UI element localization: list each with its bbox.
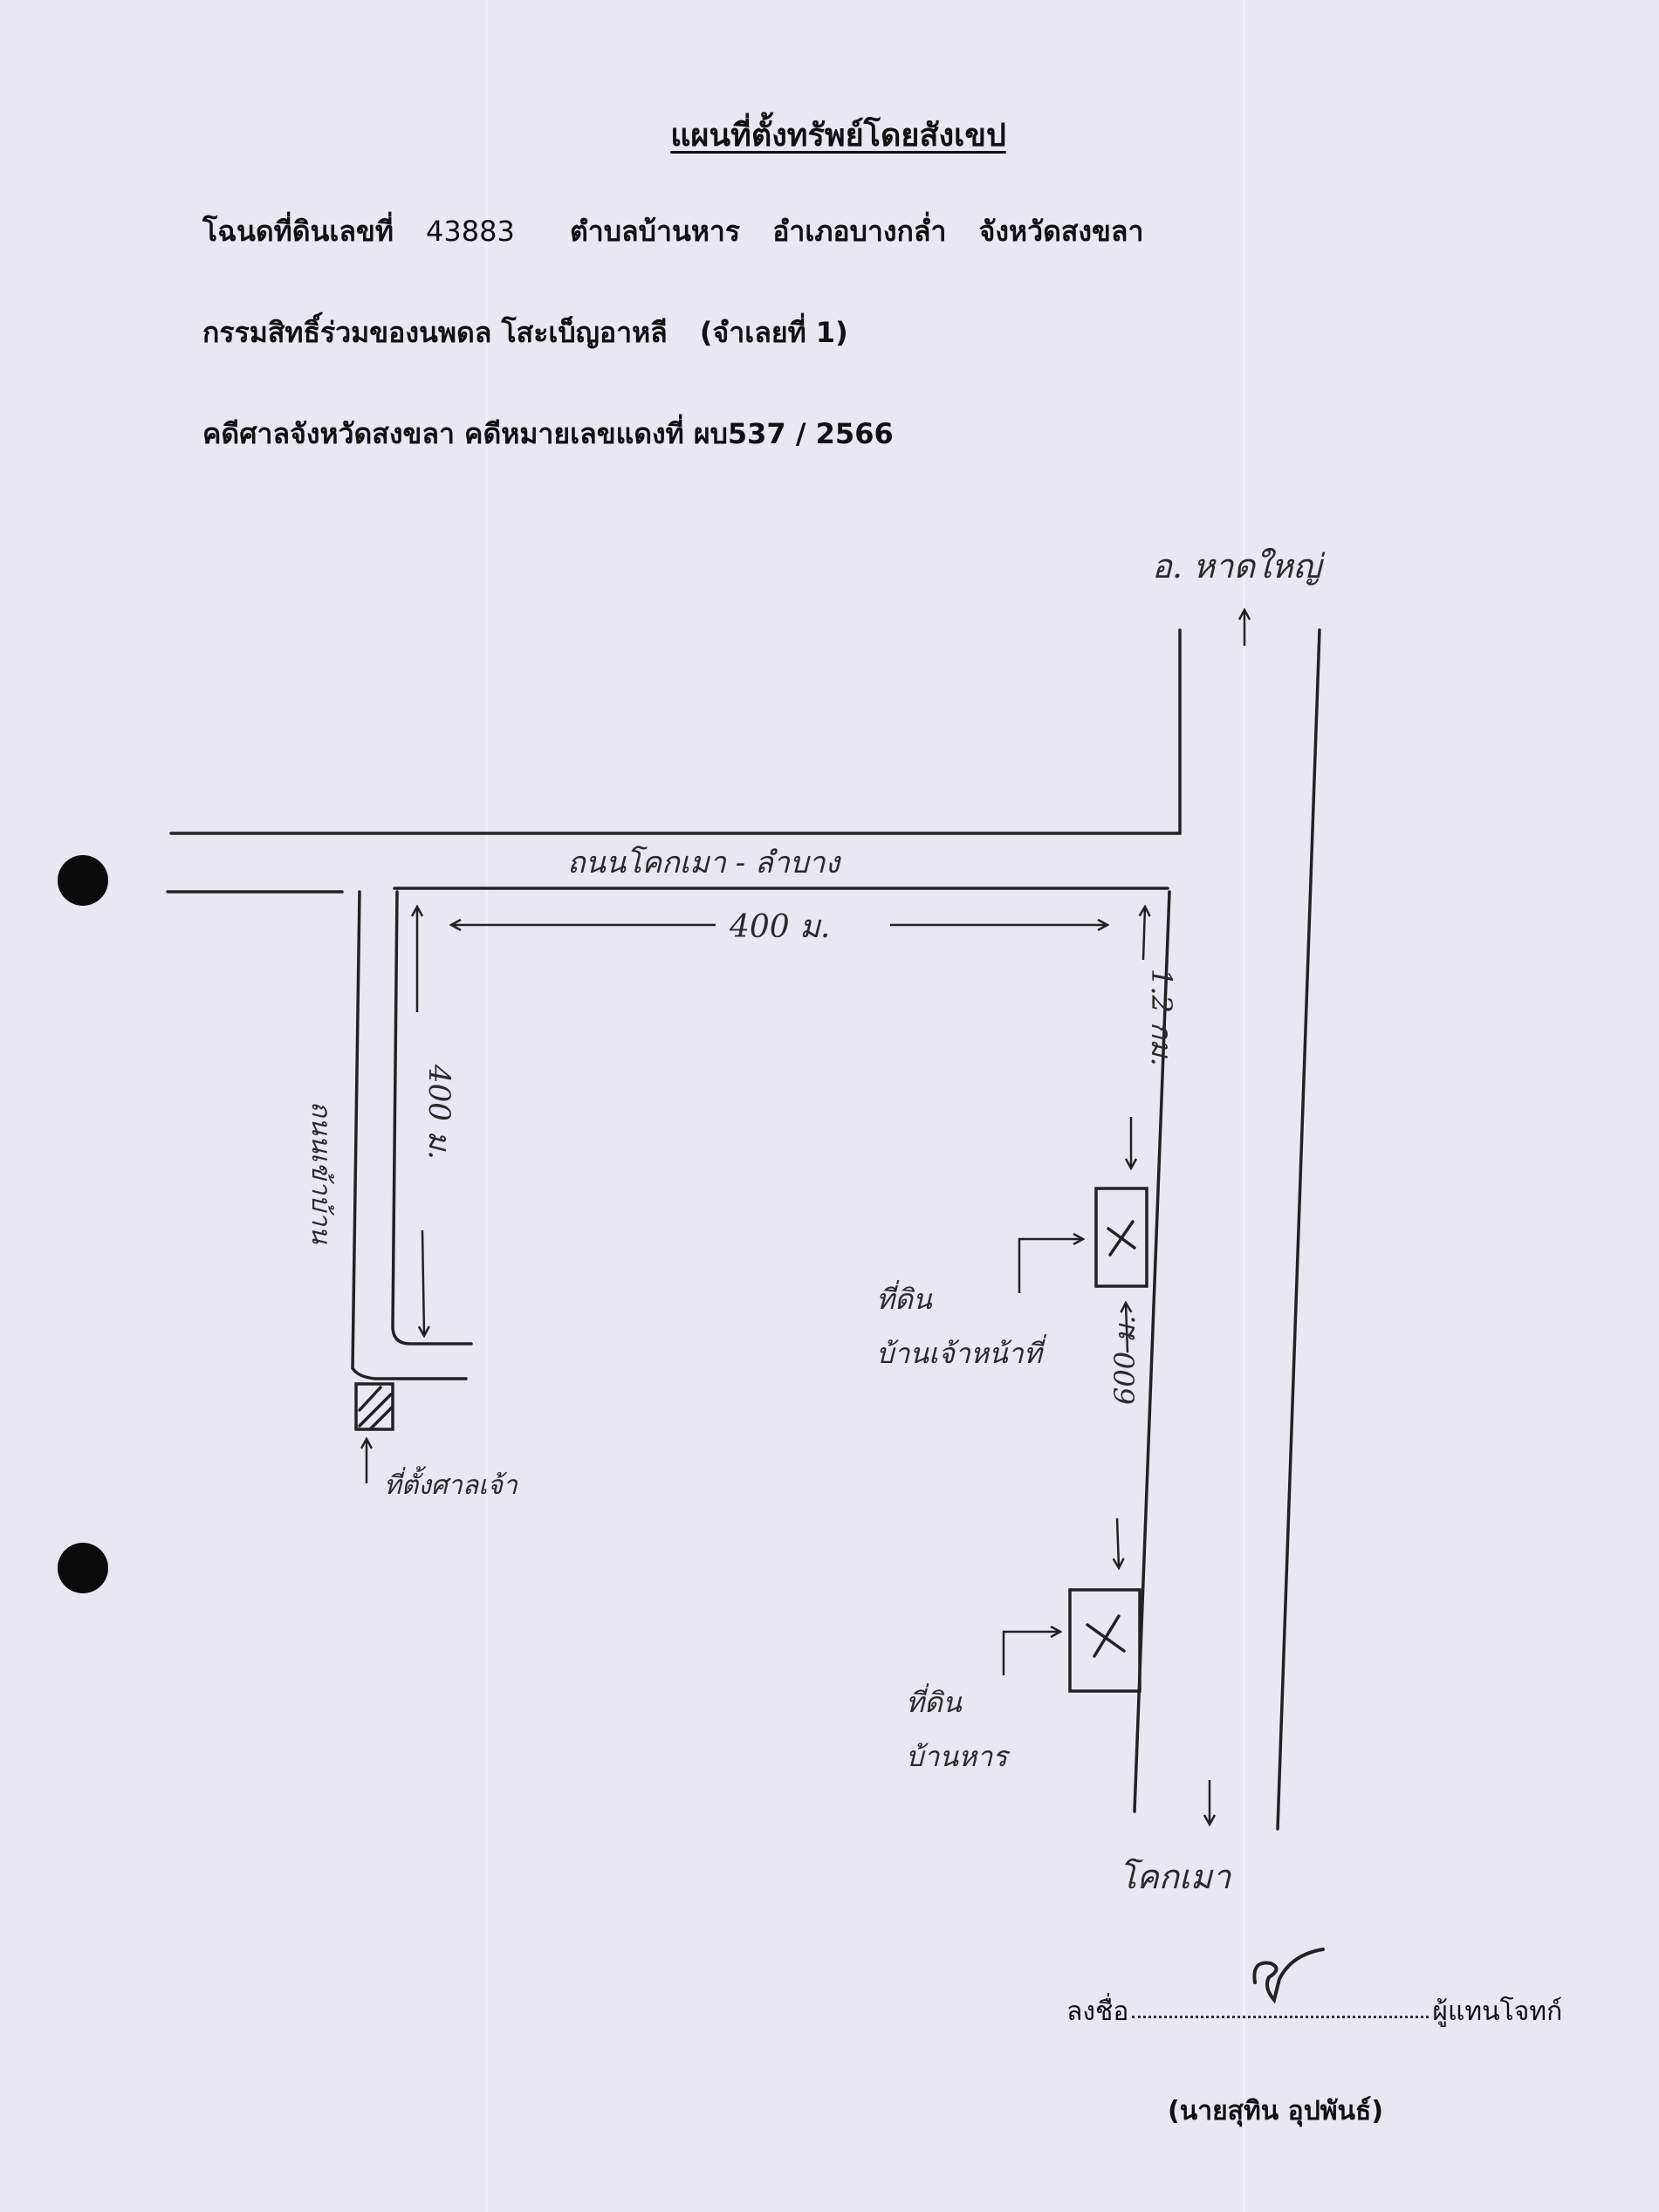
ownership-text: กรรมสิทธิ์ร่วมของนพดล โสะเบ็ญอาหลี bbox=[202, 316, 668, 349]
handwritten-signature bbox=[1252, 1948, 1325, 2004]
case-label: คดีหมายเลขแดงที่ bbox=[464, 417, 684, 450]
highway-line bbox=[1276, 628, 1321, 1831]
deed-line: โฉนดที่ดินเลขที่ 43883 ตำบลบ้านหาร อำเภอ… bbox=[202, 209, 1143, 254]
deed-number: 43883 bbox=[426, 215, 515, 248]
paper-fold-line bbox=[1243, 0, 1245, 2212]
left-distance-label: 400 ม. bbox=[422, 1064, 456, 1160]
case-line: คดีศาลจังหวัดสงขลา คดีหมายเลขแดงที่ ผบ53… bbox=[202, 412, 894, 456]
marker-2-label-b: บ้านหาร bbox=[906, 1740, 1011, 1773]
signature-dotted-line bbox=[1132, 2016, 1429, 2018]
ownership-line: กรรมสิทธิ์ร่วมของนพดล โสะเบ็ญอาหลี (จำเล… bbox=[202, 311, 848, 355]
signer-name: (นายสุทิน อุปพันธ์) bbox=[1168, 2096, 1384, 2126]
south-label: โคกเมา bbox=[1119, 1858, 1232, 1896]
right-mid-distance-label: 600 ม. bbox=[1108, 1315, 1141, 1405]
marker-1-label-a: ที่ดิน bbox=[876, 1280, 933, 1316]
paper-fold-line bbox=[485, 0, 488, 2212]
right-top-distance-label: 1.2 กม. bbox=[1145, 969, 1178, 1066]
deed-district: อำเภอบางกล่ำ bbox=[772, 215, 947, 248]
marker-2-label-a: ที่ดิน bbox=[906, 1683, 963, 1719]
signature-suffix: ผู้แทนโจทก์ bbox=[1432, 1996, 1563, 2027]
deed-prefix: โฉนดที่ดินเลขที่ bbox=[202, 215, 394, 248]
signature-line: ลงชื่อ ผู้แทนโจทก์ bbox=[1066, 1991, 1562, 2032]
land-marker-1 bbox=[1094, 1187, 1148, 1288]
side-road-label: ถนนเข้าบ้าน bbox=[305, 1101, 336, 1245]
signature-prefix: ลงชื่อ bbox=[1066, 1996, 1129, 2027]
deed-subdistrict: ตำบลบ้านหาร bbox=[569, 215, 741, 248]
north-label: อ. หาดใหญ่ bbox=[1152, 547, 1326, 586]
court-name: คดีศาลจังหวัดสงขลา bbox=[202, 417, 455, 450]
punch-hole bbox=[58, 1543, 108, 1593]
marker-1-label-b: บ้านเจ้าหน้าที่ bbox=[876, 1334, 1047, 1370]
main-road-label: ถนนโคกเมา - ลำบาง bbox=[567, 846, 841, 880]
corner-label: ที่ตั้งศาลเจ้า bbox=[384, 1466, 518, 1501]
top-distance-label: 400 ม. bbox=[729, 909, 830, 945]
punch-hole bbox=[58, 855, 108, 906]
side-road-line bbox=[351, 1366, 468, 1380]
side-road-line bbox=[391, 890, 473, 1346]
land-marker-2 bbox=[1068, 1588, 1141, 1693]
document-title: แผนที่ตั้งทรัพย์โดยสังเขป bbox=[670, 118, 1006, 154]
defendant-label: (จำเลยที่ 1) bbox=[699, 316, 848, 349]
deed-province: จังหวัดสงขลา bbox=[978, 215, 1144, 248]
case-number: ผบ537 / 2566 bbox=[693, 417, 894, 450]
side-road-line bbox=[351, 890, 361, 1370]
main-road-line bbox=[169, 628, 1182, 835]
